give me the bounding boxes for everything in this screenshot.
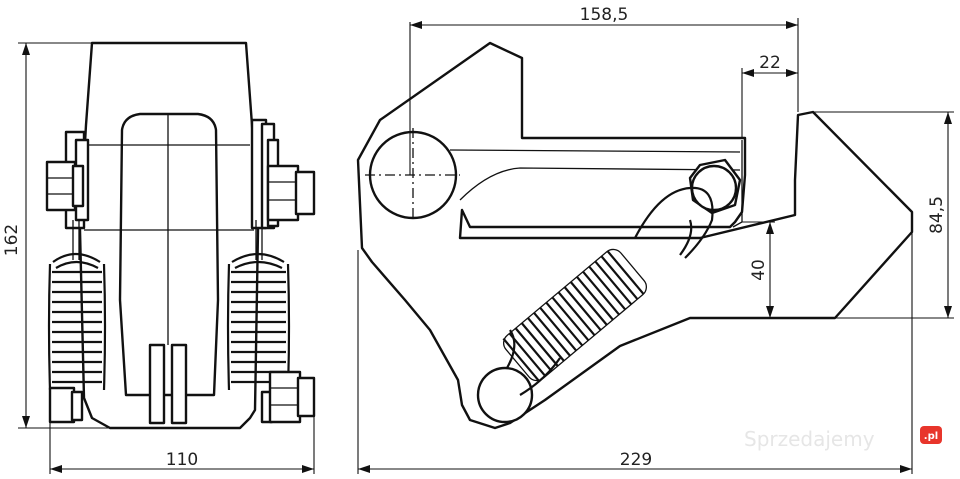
side-spring-hook-top xyxy=(634,186,714,259)
front-slot-left xyxy=(148,343,166,425)
watermark: Sprzedajemy .pl xyxy=(744,426,942,451)
front-dimensions xyxy=(18,42,315,474)
front-nut-bottom-left xyxy=(48,386,76,424)
front-center-block xyxy=(118,112,220,397)
front-washer-bottom-left xyxy=(70,390,84,422)
dim-front-width: 110 xyxy=(166,450,198,470)
dim-side-height: 84,5 xyxy=(927,196,947,234)
side-hook-body xyxy=(356,41,914,430)
side-spring xyxy=(502,248,648,383)
front-view xyxy=(45,41,316,430)
side-dimensions xyxy=(357,18,954,474)
front-nut-top-right xyxy=(266,164,300,222)
dim-side-inner-height: 40 xyxy=(749,259,769,281)
watermark-badge-bg xyxy=(920,426,942,444)
watermark-text: Sprzedajemy xyxy=(744,427,875,451)
dim-side-small-width: 22 xyxy=(759,53,781,73)
dim-front-height: 162 xyxy=(2,224,22,256)
side-slot xyxy=(449,149,741,201)
front-slot-right xyxy=(170,343,188,425)
front-spring-left xyxy=(47,220,107,391)
front-nut-top-left xyxy=(45,160,77,212)
front-bolt-top-right xyxy=(294,170,316,216)
dim-side-total-width: 229 xyxy=(620,450,652,470)
dim-side-top-width: 158,5 xyxy=(580,5,629,25)
watermark-badge: .pl xyxy=(924,431,938,442)
front-bolt-bottom-right xyxy=(296,376,316,418)
front-nut-bottom-right-b xyxy=(268,370,302,424)
side-roller-lower xyxy=(476,366,534,424)
front-washer-top-left xyxy=(71,164,85,208)
side-view xyxy=(356,41,914,430)
